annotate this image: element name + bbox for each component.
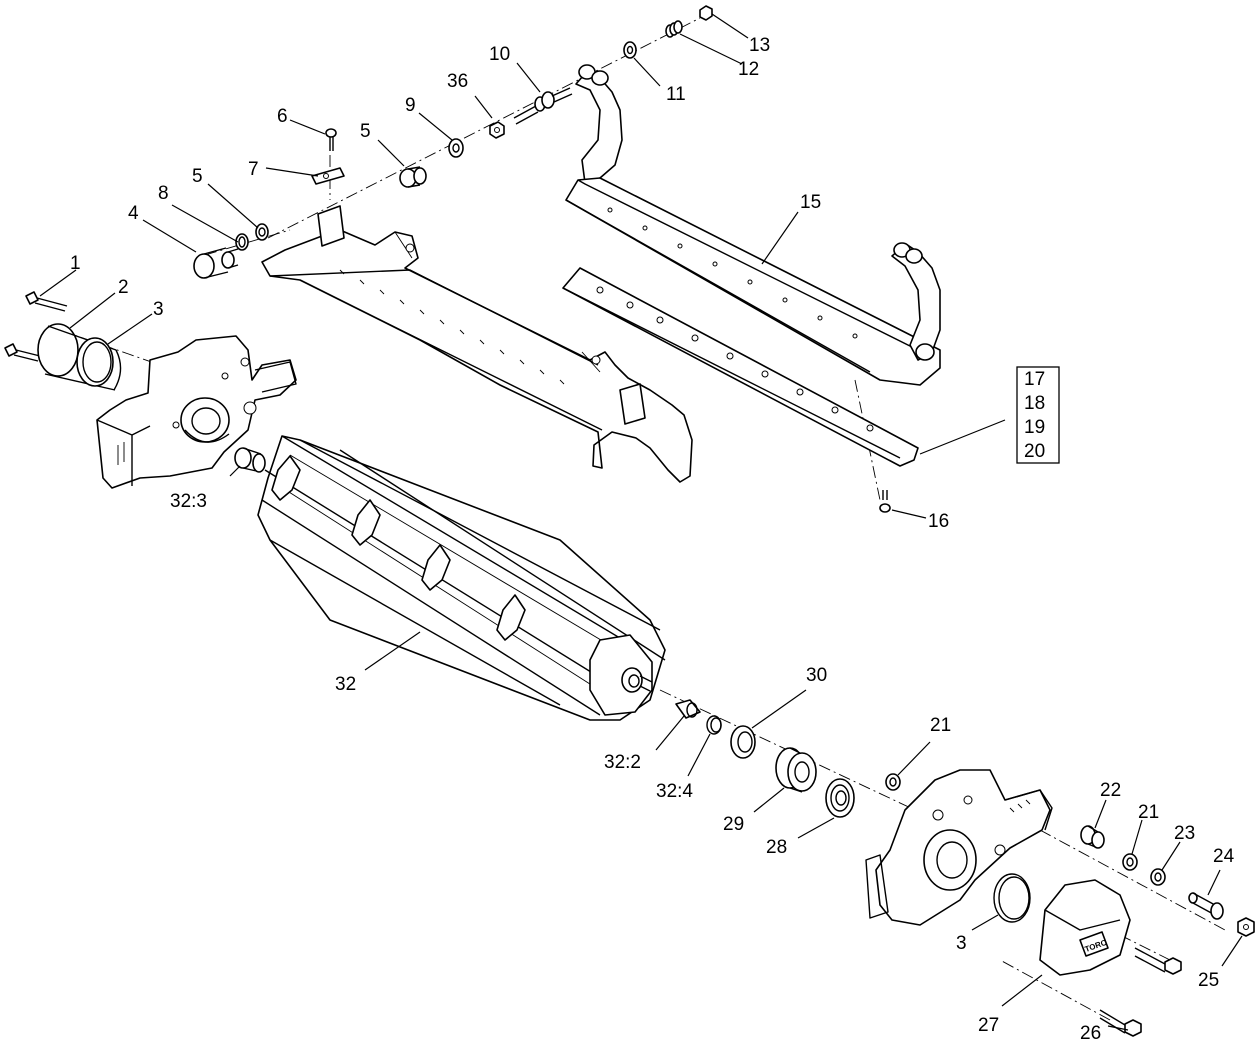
callout-10: 10 bbox=[489, 44, 510, 65]
kit-item-17: 17 bbox=[1024, 369, 1045, 390]
callout-21-lower: 21 bbox=[1138, 802, 1159, 823]
callout-16: 16 bbox=[928, 511, 949, 532]
callout-13: 13 bbox=[749, 35, 770, 56]
washer-21-upper-icon bbox=[885, 773, 901, 791]
callout-29: 29 bbox=[723, 814, 744, 835]
kit-item-18: 18 bbox=[1024, 393, 1045, 414]
callout-6: 6 bbox=[277, 106, 288, 127]
frame-icon bbox=[261, 205, 693, 483]
gear-4-icon bbox=[193, 247, 239, 279]
center-lines bbox=[59, 17, 1226, 1021]
screw-16-icon bbox=[879, 490, 891, 513]
bearing-32-3-icon bbox=[234, 447, 266, 473]
callout-5-right: 5 bbox=[360, 121, 371, 142]
o-ring-3-right-icon bbox=[993, 873, 1031, 923]
washer-11-icon bbox=[623, 41, 637, 59]
kit-box-17-20: 17 18 19 20 bbox=[1016, 366, 1060, 464]
nut-36-icon bbox=[489, 121, 505, 139]
callout-32: 32 bbox=[335, 674, 356, 695]
callout-labels: 1 2 3 4 5 8 6 7 5 9 36 10 11 12 13 15 16… bbox=[70, 35, 1235, 1044]
callout-23: 23 bbox=[1174, 823, 1195, 844]
cover-27-icon: TORO bbox=[1039, 879, 1131, 976]
bushing-5-right-icon bbox=[399, 166, 427, 188]
callout-11: 11 bbox=[666, 84, 686, 105]
callout-27: 27 bbox=[978, 1015, 999, 1036]
bushing-5-left-icon bbox=[255, 223, 269, 241]
callout-4: 4 bbox=[128, 203, 139, 224]
stud-10-icon bbox=[513, 87, 573, 125]
leader-lines bbox=[39, 13, 1243, 1031]
snap-ring-32-4-icon bbox=[706, 715, 722, 735]
spacer-22-icon bbox=[1080, 825, 1105, 849]
callout-7: 7 bbox=[248, 159, 259, 180]
nut-13-icon bbox=[699, 5, 713, 21]
callout-8: 8 bbox=[158, 183, 169, 204]
washer-9-icon bbox=[448, 138, 464, 158]
clamp-7-icon bbox=[311, 167, 345, 185]
seal-8-icon bbox=[235, 233, 249, 251]
bedknife-icon bbox=[562, 267, 919, 467]
kit-item-20: 20 bbox=[1024, 441, 1045, 462]
callout-5-left: 5 bbox=[192, 166, 203, 187]
callout-24: 24 bbox=[1213, 846, 1235, 867]
callout-9: 9 bbox=[405, 95, 416, 116]
kit-item-19: 19 bbox=[1024, 417, 1045, 438]
callout-32-3: 32:3 bbox=[170, 491, 207, 512]
bearing-28-icon bbox=[825, 778, 855, 818]
callout-3-right: 3 bbox=[956, 933, 967, 954]
right-side-plate-icon bbox=[865, 769, 1053, 926]
bedbar-15-icon bbox=[565, 64, 941, 386]
shaft-24-icon bbox=[1188, 892, 1224, 920]
washer-23-icon bbox=[1150, 868, 1166, 886]
screw-6-icon bbox=[325, 128, 337, 151]
callout-32-2: 32:2 bbox=[604, 752, 641, 773]
washer-21-lower-icon bbox=[1122, 853, 1138, 871]
callout-25: 25 bbox=[1198, 970, 1219, 991]
spring-12-icon bbox=[665, 20, 683, 38]
callout-15: 15 bbox=[800, 192, 821, 213]
bearing-32-2-icon bbox=[675, 699, 701, 719]
bearing-29-icon bbox=[775, 747, 817, 793]
callout-12: 12 bbox=[738, 59, 759, 80]
callout-36: 36 bbox=[447, 71, 468, 92]
callout-26: 26 bbox=[1080, 1023, 1101, 1044]
bolt-1-icon bbox=[4, 291, 68, 362]
callout-2: 2 bbox=[118, 277, 129, 298]
callout-1: 1 bbox=[70, 253, 81, 274]
left-side-plate-icon bbox=[96, 335, 297, 489]
callout-32-4: 32:4 bbox=[656, 781, 693, 802]
callout-28: 28 bbox=[766, 837, 787, 858]
seal-30-icon bbox=[730, 725, 756, 759]
callout-3-left: 3 bbox=[153, 299, 164, 320]
callout-21-upper: 21 bbox=[930, 715, 951, 736]
callout-22: 22 bbox=[1100, 780, 1121, 801]
callout-30: 30 bbox=[806, 665, 827, 686]
bolt-26-icon bbox=[1099, 947, 1182, 1037]
o-ring-3-icon bbox=[76, 337, 114, 387]
bolt-25-icon bbox=[1237, 917, 1255, 937]
reel-32-icon bbox=[257, 435, 666, 721]
reel-cover-2-icon bbox=[37, 323, 122, 391]
